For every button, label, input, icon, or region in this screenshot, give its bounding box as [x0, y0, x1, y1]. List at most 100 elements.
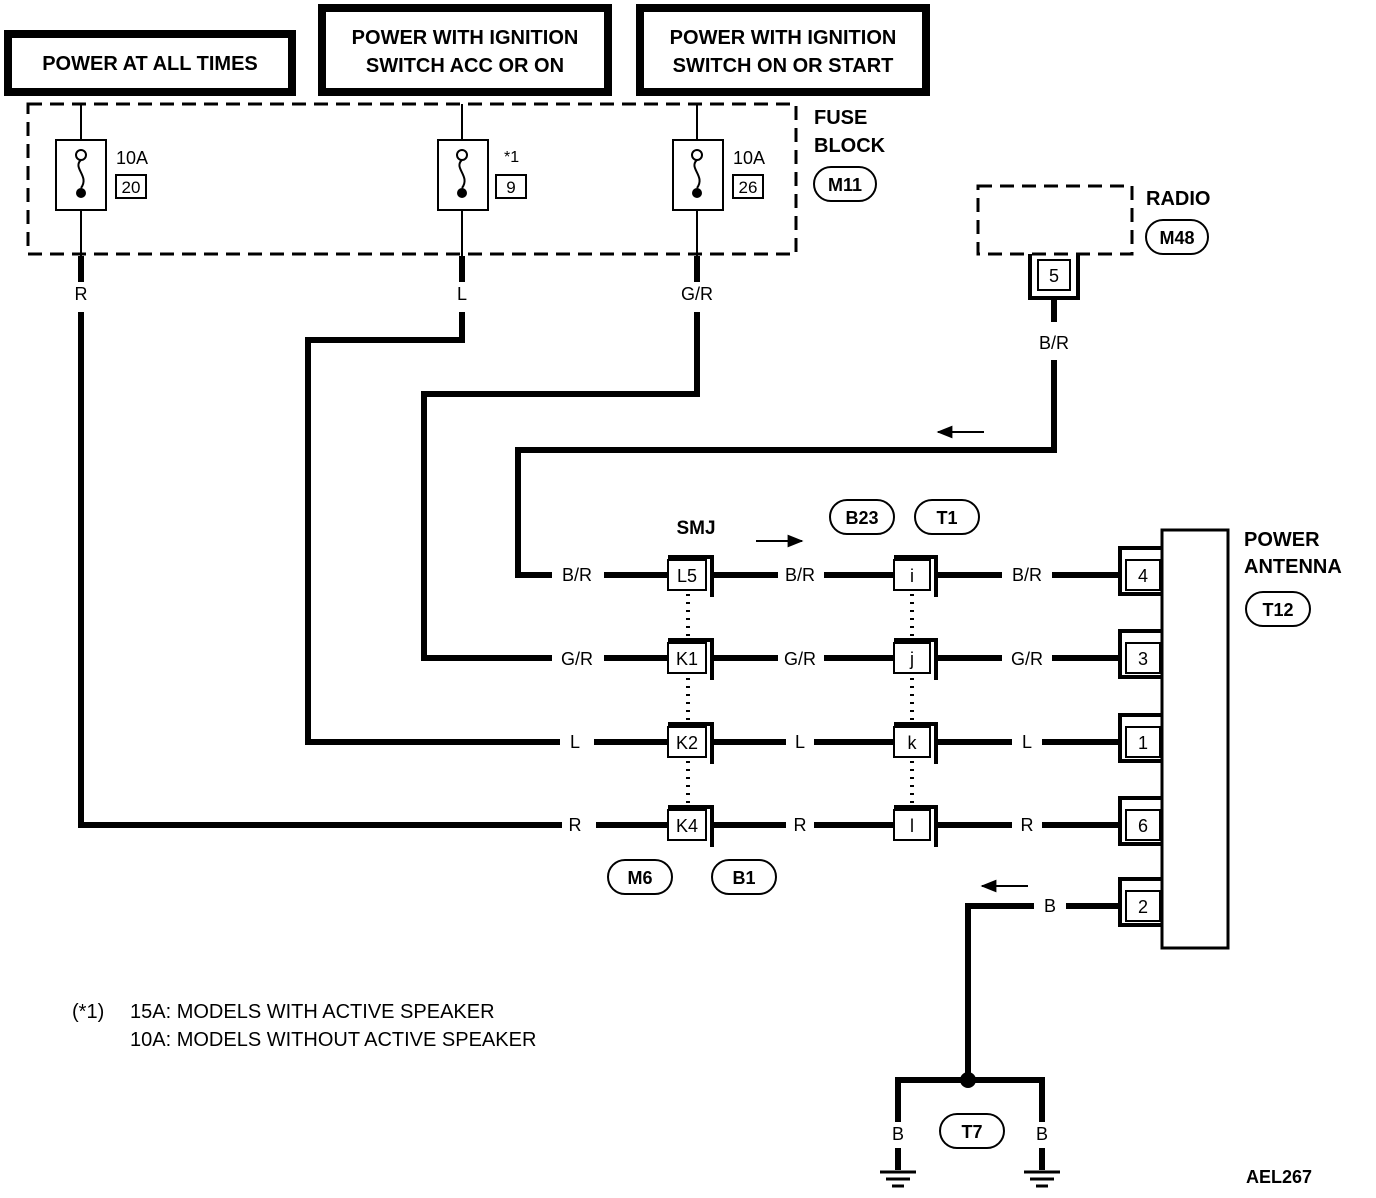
- antenna-terminal-4: 4: [1118, 546, 1162, 596]
- fuse-20: 10A 20: [55, 104, 148, 256]
- smj-terminal-k1: K1: [667, 638, 714, 680]
- antenna-terminal-2-label: 2: [1138, 897, 1148, 917]
- smj-terminal-k4-label: K4: [676, 816, 698, 836]
- smj-label: SMJ: [676, 518, 715, 539]
- radio-outline: [976, 184, 1134, 256]
- connector-b1-label: B1: [732, 868, 755, 888]
- power-header-always-text: POWER AT ALL TIMES: [42, 53, 258, 75]
- fuse-9: *1 9: [437, 104, 527, 256]
- wire-gr-main: G/R G/R: [421, 256, 713, 669]
- power-antenna-label-line2: ANTENNA: [1244, 556, 1342, 578]
- fuse-26-number: 26: [739, 178, 758, 197]
- power-header-always: POWER AT ALL TIMES: [4, 30, 296, 96]
- wire-label-gr-fuse: G/R: [681, 284, 713, 304]
- fuse-9-number: 9: [506, 178, 515, 197]
- footnote: (*1) 15A: MODELS WITH ACTIVE SPEAKER 10A…: [72, 1001, 536, 1051]
- wire-label-l-3: L: [1022, 732, 1032, 752]
- connector-t1: T1: [914, 499, 980, 535]
- antenna-terminal-3-label: 3: [1138, 649, 1148, 669]
- wire-label-br-2: B/R: [785, 565, 815, 585]
- smj-terminal-k1-label: K1: [676, 649, 698, 669]
- wire-label-r-3: R: [1021, 815, 1034, 835]
- ground-wire-label-left: B: [892, 1124, 904, 1144]
- wire-br-main: B/R B/R: [515, 298, 1069, 585]
- radio-label: RADIO: [1146, 188, 1210, 210]
- wire-label-b: B: [1044, 896, 1056, 916]
- ground-symbol-right: [1024, 1148, 1060, 1188]
- footnote-line2: 10A: MODELS WITHOUT ACTIVE SPEAKER: [130, 1029, 536, 1051]
- power-header-acc-line1: POWER WITH IGNITION: [352, 27, 579, 49]
- antenna-terminal-6: 6: [1118, 796, 1162, 846]
- fuse-block-connector: M11: [813, 166, 877, 202]
- wire-r-main: R R: [75, 256, 668, 835]
- antenna-terminal-4-label: 4: [1138, 566, 1148, 586]
- connector-m6-label: M6: [627, 868, 652, 888]
- smj-terminal-i-label: i: [910, 566, 914, 586]
- footnote-marker: (*1): [72, 1001, 104, 1023]
- footnote-line1: 15A: MODELS WITH ACTIVE SPEAKER: [130, 1001, 495, 1023]
- smj-terminal-k: k: [893, 722, 938, 764]
- smj-terminal-k2-label: K2: [676, 733, 698, 753]
- fuse-26-rating: 10A: [733, 148, 765, 168]
- connector-t1-label: T1: [936, 508, 957, 528]
- smj-terminal-k-label: k: [908, 733, 918, 753]
- smj-middle-wires: B/R G/R L R: [712, 565, 894, 835]
- smj-terminal-l: l: [893, 805, 938, 847]
- antenna-terminal-2: 2: [1118, 877, 1162, 927]
- antenna-terminal-6-label: 6: [1138, 816, 1148, 836]
- wire-label-gr-2: G/R: [784, 649, 816, 669]
- power-antenna-body: [1160, 528, 1230, 950]
- smj-terminal-j: j: [893, 638, 938, 680]
- smj-terminal-l5: L5: [667, 555, 714, 597]
- fuse-block-connector-label: M11: [828, 175, 862, 195]
- fuse-20-rating: 10A: [116, 148, 148, 168]
- wire-b-ground: B: [895, 896, 1122, 1122]
- power-header-on-line2: SWITCH ON OR START: [673, 55, 894, 77]
- wire-label-r-1: R: [569, 815, 582, 835]
- power-antenna-label-line1: POWER: [1244, 529, 1320, 551]
- ground-connector-t7: T7: [939, 1113, 1005, 1149]
- antenna-terminal-1-label: 1: [1138, 733, 1148, 753]
- wire-label-l-2: L: [795, 732, 805, 752]
- fuse-9-rating: *1: [504, 149, 519, 166]
- power-antenna-connector: T12: [1245, 591, 1311, 627]
- wire-label-gr-1: G/R: [561, 649, 593, 669]
- wire-label-r-2: R: [794, 815, 807, 835]
- power-header-acc: POWER WITH IGNITION SWITCH ACC OR ON: [318, 4, 612, 96]
- connector-b23: B23: [829, 499, 895, 535]
- connector-b1: B1: [711, 859, 777, 895]
- power-header-on: POWER WITH IGNITION SWITCH ON OR START: [636, 4, 930, 96]
- fuse-block-label-line1: FUSE: [814, 107, 867, 129]
- radio-terminal-label: 5: [1049, 266, 1059, 286]
- fuse-block-outline: [26, 102, 798, 256]
- smj-terminal-l-label: l: [910, 816, 914, 836]
- radio-terminal-5: 5: [1028, 254, 1080, 300]
- connector-b23-label: B23: [845, 508, 878, 528]
- smj-right-column: i j k l: [893, 555, 938, 847]
- power-antenna-connector-label: T12: [1262, 600, 1293, 620]
- wire-label-l-fuse: L: [457, 284, 467, 304]
- wire-l-main: L L: [305, 256, 668, 752]
- diagram-code: AEL267: [1246, 1167, 1312, 1187]
- wire-label-gr-3: G/R: [1011, 649, 1043, 669]
- antenna-wires: B/R G/R L R: [936, 565, 1122, 835]
- smj-terminal-l5-label: L5: [677, 566, 697, 586]
- wire-label-br-1: B/R: [562, 565, 592, 585]
- fuse-block-label-line2: BLOCK: [814, 135, 886, 157]
- ground-connector-label: T7: [961, 1122, 982, 1142]
- ground-wire-label-right: B: [1036, 1124, 1048, 1144]
- wire-label-br-radio: B/R: [1039, 333, 1069, 353]
- smj-terminal-j-label: j: [909, 649, 914, 669]
- radio-connector-label: M48: [1159, 228, 1194, 248]
- smj-left-column: L5 K1 K2 K4: [667, 555, 714, 847]
- fuse-20-number: 20: [122, 178, 141, 197]
- fuse-26: 10A 26: [672, 104, 765, 256]
- antenna-terminal-1: 1: [1118, 713, 1162, 763]
- smj-terminal-i: i: [893, 555, 938, 597]
- antenna-terminal-3: 3: [1118, 629, 1162, 679]
- wire-label-br-3: B/R: [1012, 565, 1042, 585]
- smj-terminal-k4: K4: [667, 805, 714, 847]
- ground-symbol-left: [880, 1148, 916, 1188]
- smj-terminal-k2: K2: [667, 722, 714, 764]
